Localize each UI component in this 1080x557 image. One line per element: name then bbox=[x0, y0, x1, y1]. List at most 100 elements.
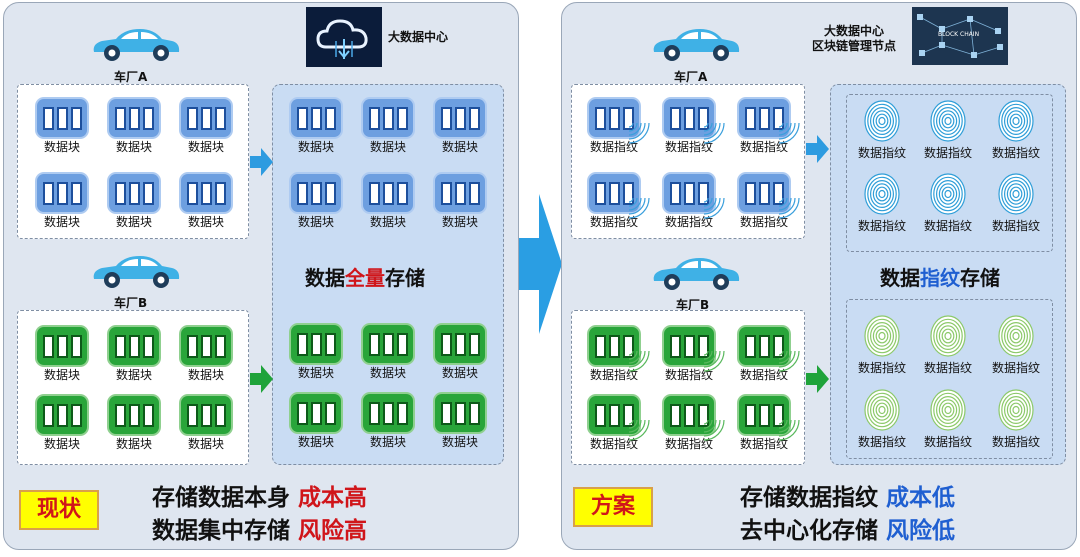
data-block-icon bbox=[363, 325, 413, 363]
data-block-label: 数据块 bbox=[115, 140, 152, 154]
data-block-label: 数据块 bbox=[43, 368, 80, 382]
fingerprint-wave-icon bbox=[778, 350, 800, 372]
data-block-icon bbox=[589, 99, 650, 144]
data-block-label: 数据块 bbox=[369, 435, 406, 449]
fingerprinted-block: 数据指纹 bbox=[579, 174, 650, 230]
stored-data-block: 数据块 bbox=[281, 394, 351, 450]
fingerprint-storage-title: 数据指纹存储 bbox=[880, 266, 1000, 290]
data-block: 数据块 bbox=[27, 396, 97, 452]
arrow-right-icon bbox=[250, 365, 273, 393]
data-block-label: 数据块 bbox=[441, 215, 478, 229]
data-block-label: 数据块 bbox=[115, 368, 152, 382]
data-block-label: 数据块 bbox=[297, 435, 334, 449]
stored-data-block: 数据块 bbox=[353, 394, 423, 450]
fingerprint-label: 数据指纹 bbox=[991, 435, 1040, 449]
data-block-label: 数据块 bbox=[43, 140, 80, 154]
data-block-label: 数据块 bbox=[297, 215, 334, 229]
solution-badge: 方案 bbox=[573, 487, 653, 527]
blockchain-network-icon bbox=[917, 14, 1003, 58]
data-block-icon bbox=[739, 99, 800, 144]
data-block-icon bbox=[589, 174, 650, 219]
data-block-label: 数据指纹 bbox=[664, 368, 713, 382]
data-block: 数据块 bbox=[171, 396, 241, 452]
stored-data-block: 数据块 bbox=[353, 325, 423, 381]
data-block-icon bbox=[589, 327, 650, 372]
green-fingerprint: 数据指纹 bbox=[916, 314, 980, 376]
data-block-icon bbox=[589, 396, 650, 441]
fingerprinted-block: 数据指纹 bbox=[654, 174, 725, 230]
fingerprinted-block: 数据指纹 bbox=[579, 396, 650, 452]
data-block: 数据块 bbox=[27, 99, 97, 155]
fingerprint-wave-icon bbox=[778, 122, 800, 144]
data-block-icon bbox=[291, 174, 341, 212]
data-block: 数据块 bbox=[171, 99, 241, 155]
blue-fingerprint: 数据指纹 bbox=[850, 99, 914, 161]
fingerprint-icon bbox=[864, 389, 900, 431]
fingerprint-label: 数据指纹 bbox=[857, 146, 906, 160]
stored-data-block: 数据块 bbox=[425, 325, 495, 381]
data-block-label: 数据块 bbox=[115, 437, 152, 451]
factory-b-label: 车厂B bbox=[114, 296, 148, 310]
data-block-icon bbox=[435, 325, 485, 363]
data-block-label: 数据块 bbox=[441, 366, 478, 380]
data-block-label: 数据指纹 bbox=[589, 215, 638, 229]
stored-data-block: 数据块 bbox=[425, 99, 495, 155]
data-block-icon bbox=[109, 99, 159, 137]
data-block-label: 数据指纹 bbox=[664, 437, 713, 451]
fingerprint-label: 数据指纹 bbox=[991, 146, 1040, 160]
fingerprint-label: 数据指纹 bbox=[923, 219, 972, 233]
data-block-icon bbox=[291, 99, 341, 137]
fingerprint-wave-icon bbox=[778, 197, 800, 219]
fingerprint-wave-icon bbox=[703, 350, 725, 372]
data-block-icon bbox=[37, 174, 87, 212]
data-block-label: 数据指纹 bbox=[739, 215, 788, 229]
fingerprint-icon bbox=[930, 389, 966, 431]
fingerprint-label: 数据指纹 bbox=[857, 435, 906, 449]
data-block: 数据块 bbox=[99, 174, 169, 230]
cloud-icon bbox=[316, 19, 368, 59]
data-block-label: 数据指纹 bbox=[589, 140, 638, 154]
data-block-icon bbox=[739, 174, 800, 219]
fingerprinted-block: 数据指纹 bbox=[729, 327, 800, 383]
car-b-icon bbox=[653, 258, 740, 290]
fingerprint-label: 数据指纹 bbox=[991, 361, 1040, 375]
car-b-icon bbox=[93, 256, 180, 288]
left-summary-line-2: 数据集中存储 风险高 bbox=[152, 518, 368, 544]
fingerprint-icon bbox=[998, 389, 1034, 431]
fingerprint-label: 数据指纹 bbox=[857, 361, 906, 375]
data-block-icon bbox=[739, 327, 800, 372]
data-block-label: 数据指纹 bbox=[739, 140, 788, 154]
data-block-label: 数据块 bbox=[187, 368, 224, 382]
full-storage-title: 数据全量存储 bbox=[305, 266, 425, 290]
big-arrow-right-icon bbox=[519, 194, 562, 334]
datacenter-label: 大数据中心 bbox=[388, 30, 449, 44]
data-block-label: 数据块 bbox=[369, 140, 406, 154]
arrow-right-icon bbox=[806, 365, 829, 393]
data-block-icon bbox=[181, 327, 231, 365]
factory-a-label: 车厂A bbox=[114, 70, 148, 84]
data-block: 数据块 bbox=[27, 174, 97, 230]
data-block-icon bbox=[435, 174, 485, 212]
blockchain-node-label: 大数据中心区块链管理节点 bbox=[812, 24, 897, 53]
fingerprint-label: 数据指纹 bbox=[991, 219, 1040, 233]
data-block-icon bbox=[664, 396, 725, 441]
data-block-label: 数据指纹 bbox=[589, 437, 638, 451]
fingerprint-icon bbox=[930, 315, 966, 357]
stored-data-block: 数据块 bbox=[281, 99, 351, 155]
blue-fingerprint: 数据指纹 bbox=[984, 172, 1048, 234]
fingerprinted-block: 数据指纹 bbox=[654, 99, 725, 155]
data-block-label: 数据指纹 bbox=[664, 215, 713, 229]
fingerprinted-block: 数据指纹 bbox=[729, 174, 800, 230]
data-block-label: 数据块 bbox=[43, 437, 80, 451]
data-block-icon bbox=[37, 396, 87, 434]
left-summary-line-1: 存储数据本身 成本高 bbox=[152, 485, 368, 511]
fingerprinted-block: 数据指纹 bbox=[579, 99, 650, 155]
data-block-icon bbox=[181, 174, 231, 212]
data-block-label: 数据块 bbox=[441, 435, 478, 449]
data-block-icon bbox=[181, 99, 231, 137]
current-state-badge: 现状 bbox=[19, 490, 99, 530]
data-block-label: 数据块 bbox=[369, 215, 406, 229]
fingerprint-label: 数据指纹 bbox=[857, 219, 906, 233]
data-block-icon bbox=[37, 327, 87, 365]
green-fingerprint: 数据指纹 bbox=[916, 388, 980, 450]
